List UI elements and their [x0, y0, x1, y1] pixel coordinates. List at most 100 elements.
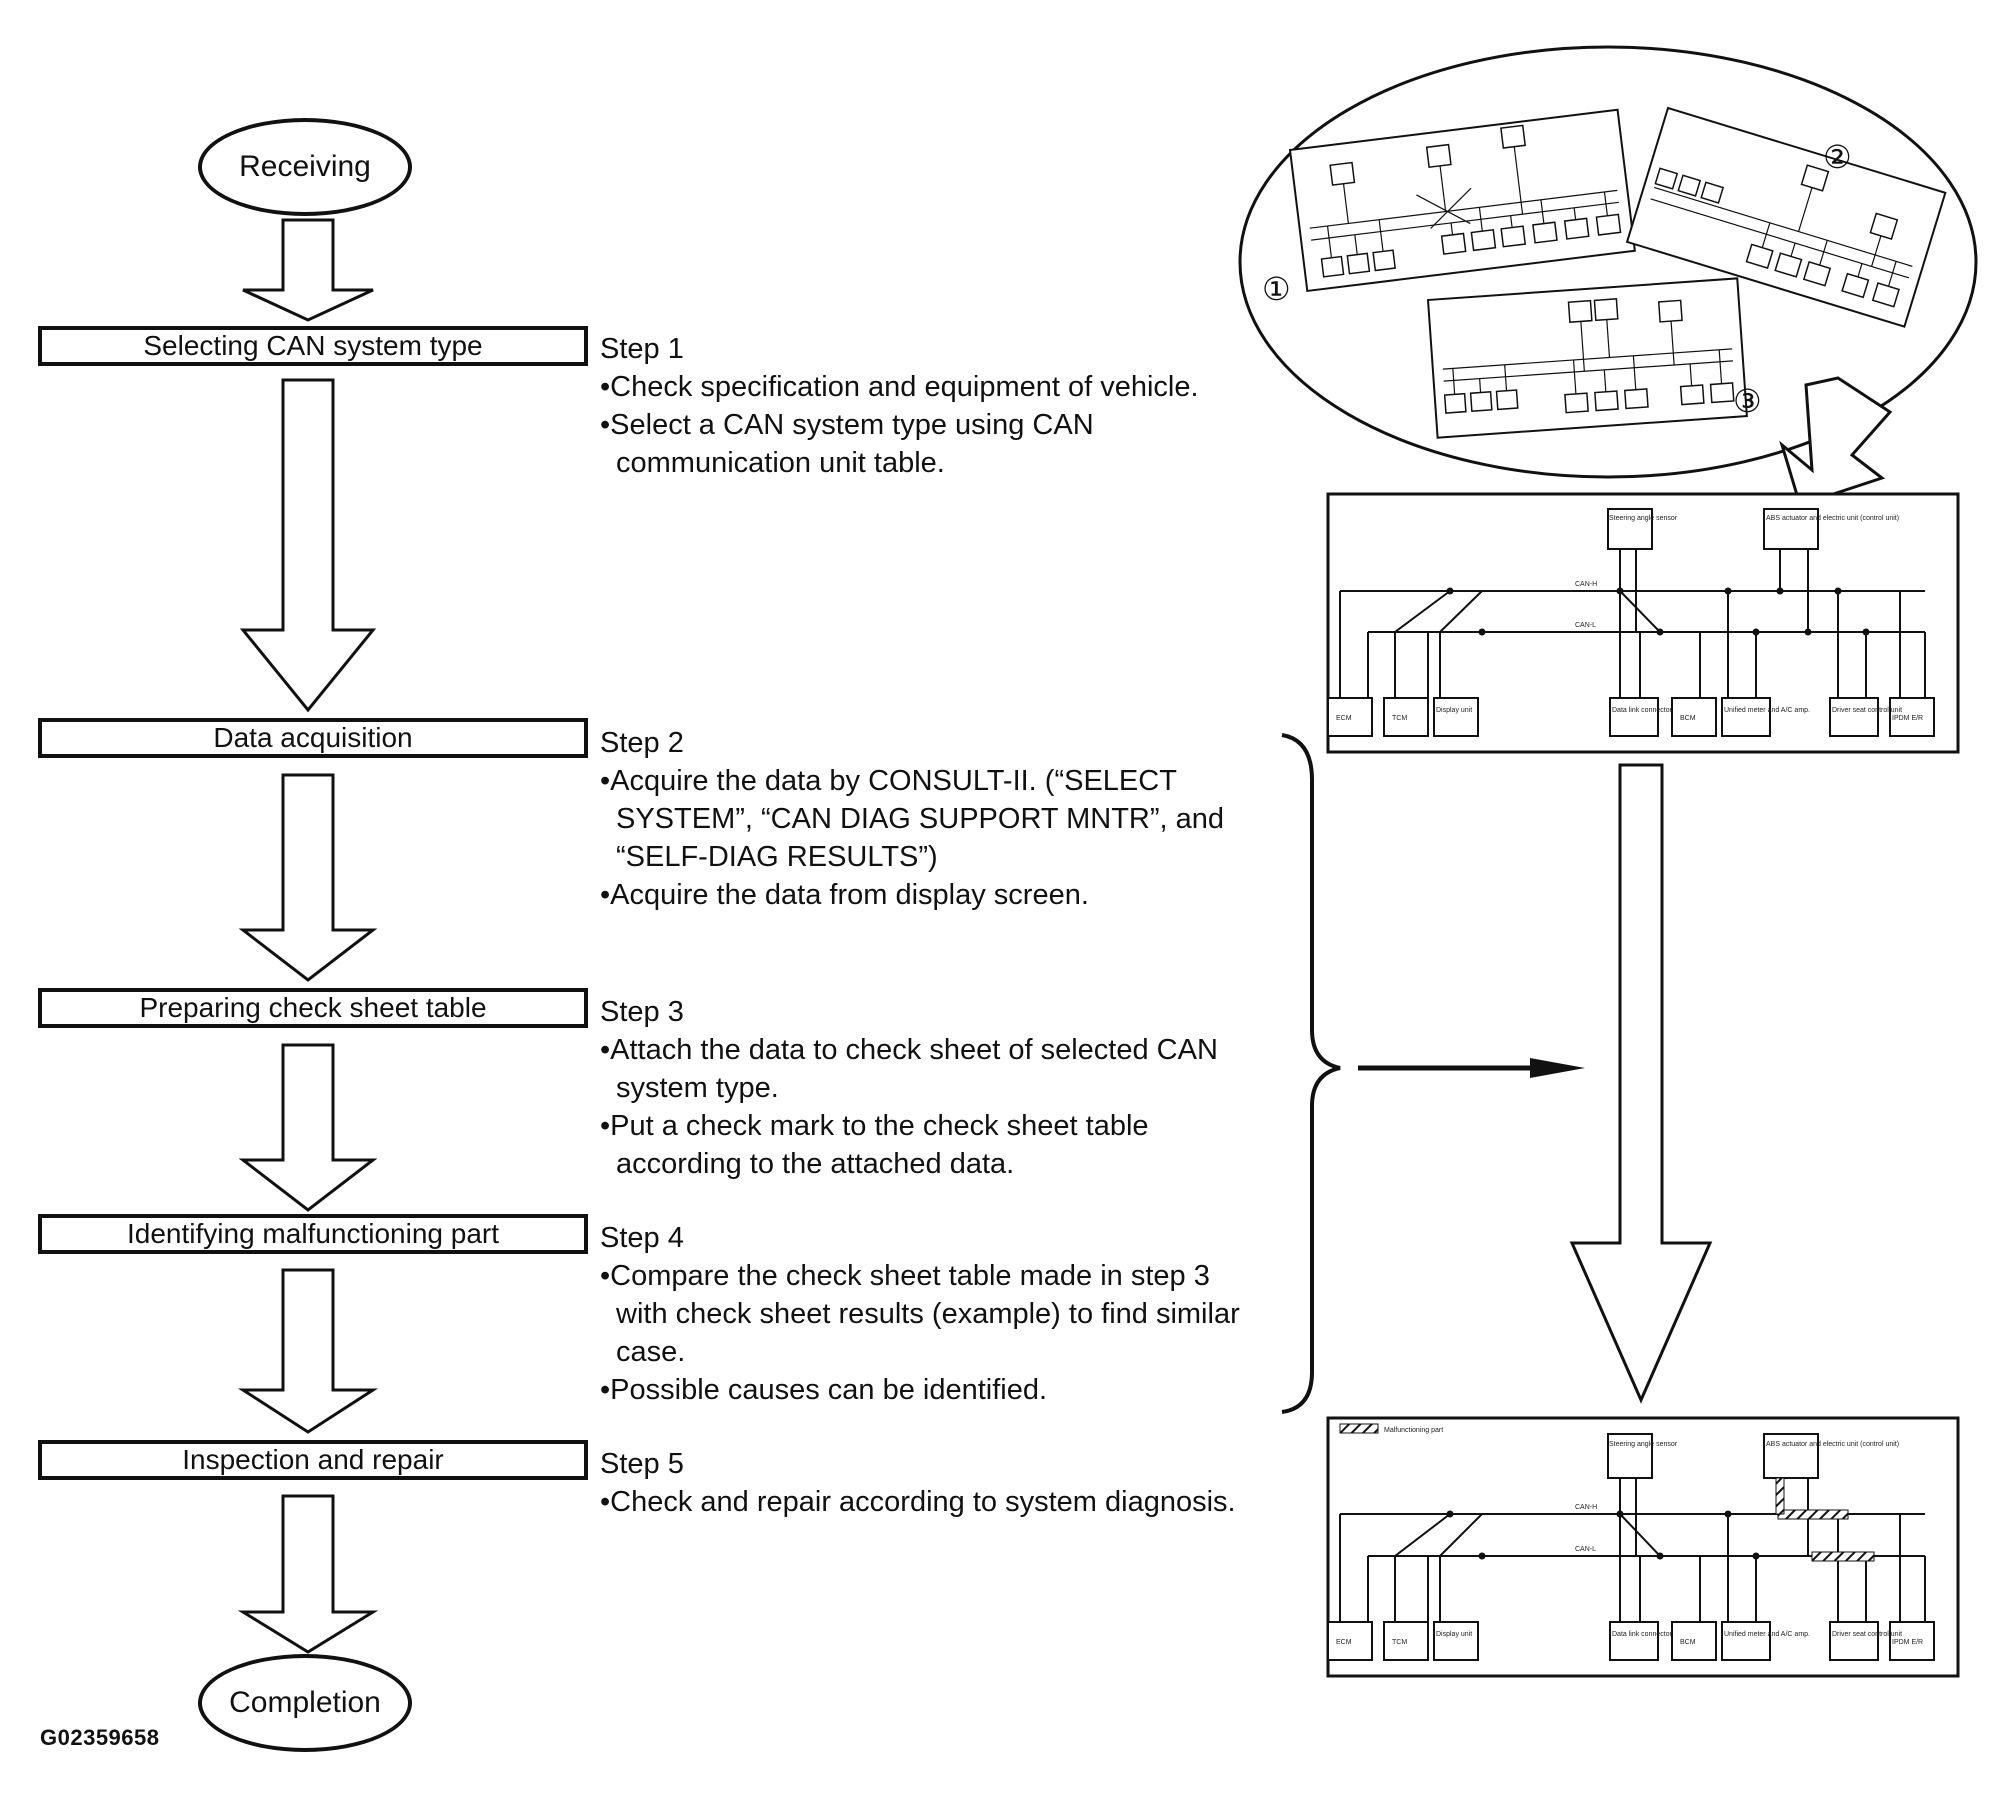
flow-box-identifying-malfunction: Identifying malfunctioning part [38, 1214, 588, 1254]
bottom-bottom-unit-4: BCM [1680, 1639, 1696, 1646]
flow-box-preparing-check-sheet: Preparing check sheet table [38, 988, 588, 1028]
flow-arrow-1 [242, 218, 374, 322]
big-down-arrow [1569, 763, 1713, 1404]
step-2-block: Step 2 •Acquire the data by CONSULT-II. (… [600, 724, 1224, 914]
mini-diagram-3 [1426, 277, 1748, 439]
step-bullet-line: •Acquire the data by CONSULT-II. (“SELEC… [600, 765, 1177, 797]
unit-top-steering [1607, 508, 1653, 550]
top-bottom-unit-7: IPDM E/R [1892, 715, 1923, 722]
flow-box-label: Identifying malfunctioning part [127, 1218, 499, 1249]
step-bullet-line: •Put a check mark to the check sheet tab… [600, 1110, 1149, 1142]
step-title: Step 1 [600, 333, 684, 365]
legend-hatch-swatch [1339, 1423, 1379, 1434]
bottom-bottom-unit-7: IPDM E/R [1892, 1639, 1923, 1646]
top-can-h: CAN-H [1575, 581, 1597, 588]
can-diagram-top [1326, 492, 1960, 754]
bottom-unit-label-0: Steering angle sensor [1609, 1441, 1678, 1448]
top-bottom-unit-5: Unified meter and A/C amp. [1724, 707, 1810, 714]
top-unit-label-0: Steering angle sensor [1609, 515, 1678, 522]
bottom-legend: Malfunctioning part [1384, 1427, 1443, 1434]
circled-number-2: ② [1823, 138, 1852, 176]
top-bottom-unit-4: BCM [1680, 715, 1696, 722]
flow-box-selecting-can-system-type: Selecting CAN system type [38, 326, 588, 366]
flow-arrow-4 [238, 1043, 378, 1212]
mini-diagram-1 [1288, 108, 1636, 293]
unit-top-abs [1763, 508, 1819, 550]
system-type-ellipse [1238, 45, 1978, 507]
bottom-can-l: CAN-L [1575, 1546, 1596, 1553]
step-bullet-line: case. [616, 1336, 686, 1368]
circled-number-1: ① [1262, 270, 1291, 308]
bottom-bottom-unit-1: TCM [1392, 1639, 1407, 1646]
step-5-block: Step 5 •Check and repair according to sys… [600, 1445, 1236, 1521]
flow-box-data-acquisition: Data acquisition [38, 718, 588, 758]
flow-box-label: Inspection and repair [182, 1444, 444, 1475]
start-oval: Receiving [198, 118, 412, 216]
bottom-bottom-unit-3: Data link connector [1612, 1631, 1673, 1638]
can-diagram-bottom [1326, 1416, 1960, 1678]
step-title: Step 4 [600, 1222, 684, 1254]
flow-box-inspection-repair: Inspection and repair [38, 1440, 588, 1480]
step-bullet-line: communication unit table. [616, 447, 945, 479]
malfunction-hatch [1775, 1477, 1875, 1562]
step-bullet: •Acquire the data from display screen. [600, 876, 1224, 914]
bottom-bottom-unit-0: ECM [1336, 1639, 1352, 1646]
step-bullet: •Check specification and equipment of ve… [600, 368, 1199, 406]
top-bottom-unit-6: Driver seat control unit [1832, 707, 1902, 714]
top-bottom-unit-0: ECM [1336, 715, 1352, 722]
step-3-block: Step 3 •Attach the data to check sheet of… [600, 993, 1218, 1183]
step-bullet: •Acquire the data by CONSULT-II. (“SELEC… [600, 762, 1224, 876]
bottom-unit-label-1: ABS actuator and electric unit (control … [1766, 1441, 1899, 1448]
flow-box-label: Selecting CAN system type [143, 330, 483, 361]
step-bullet: •Check and repair according to system di… [600, 1483, 1236, 1521]
diagram-top-labels: Steering angle sensor ABS actuator and e… [1336, 515, 1923, 722]
flow-box-label: Preparing check sheet table [139, 992, 487, 1023]
step-title: Step 3 [600, 996, 684, 1028]
bottom-bottom-unit-6: Driver seat control unit [1832, 1631, 1902, 1638]
top-can-l: CAN-L [1575, 622, 1596, 629]
step-bullet-line: •Possible causes can be identified. [600, 1374, 1048, 1406]
step-bullet: •Possible causes can be identified. [600, 1371, 1240, 1409]
step-title: Step 2 [600, 727, 684, 759]
flow-arrow-2 [239, 378, 377, 713]
end-label: Completion [229, 1686, 381, 1719]
step-bullet: •Put a check mark to the check sheet tab… [600, 1107, 1218, 1183]
step-bullet-line: •Acquire the data from display screen. [600, 879, 1089, 911]
step-bullet-line: •Attach the data to check sheet of selec… [600, 1034, 1218, 1066]
step-bullet-line: “SELF-DIAG RESULTS”) [616, 841, 938, 873]
step-4-block: Step 4 •Compare the check sheet table mad… [600, 1219, 1240, 1409]
start-label: Receiving [239, 150, 371, 183]
end-oval: Completion [198, 1654, 412, 1752]
circled-number-3: ③ [1733, 382, 1762, 420]
flow-arrows [237, 218, 379, 1654]
step-bullet-line: •Select a CAN system type using CAN [600, 409, 1094, 441]
flow-arrow-5 [237, 1268, 379, 1434]
diagram-bottom-labels: Malfunctioning part Steering angle senso… [1336, 1427, 1923, 1646]
curly-brace [1281, 733, 1341, 1414]
step-bullet-line: •Compare the check sheet table made in s… [600, 1260, 1210, 1292]
step-bullet: •Compare the check sheet table made in s… [600, 1257, 1240, 1371]
bottom-can-h: CAN-H [1575, 1504, 1597, 1511]
pointer-arrow [1358, 1058, 1585, 1078]
step-bullet-line: SYSTEM”, “CAN DIAG SUPPORT MNTR”, and [616, 803, 1225, 835]
flow-box-label: Data acquisition [213, 722, 413, 753]
flow-arrow-3 [238, 773, 378, 982]
step-bullet-line: with check sheet results (example) to fi… [616, 1298, 1240, 1330]
top-unit-label-1: ABS actuator and electric unit (control … [1766, 515, 1899, 522]
step-bullet: •Attach the data to check sheet of selec… [600, 1031, 1218, 1107]
step-bullet-line: •Check specification and equipment of ve… [600, 371, 1199, 403]
bottom-bottom-unit-5: Unified meter and A/C amp. [1724, 1631, 1810, 1638]
step-1-block: Step 1 •Check specification and equipment… [600, 330, 1199, 482]
top-bottom-unit-1: TCM [1392, 715, 1407, 722]
top-bottom-unit-3: Data link connector [1612, 707, 1673, 714]
step-bullet-line: system type. [616, 1072, 779, 1104]
step-bullet: •Select a CAN system type using CAN commu… [600, 406, 1199, 482]
flow-arrow-6 [237, 1494, 379, 1654]
bottom-bottom-unit-2: Display unit [1436, 1631, 1472, 1638]
mini-diagram-2 [1625, 106, 1947, 328]
step-bullet-line: •Check and repair according to system di… [600, 1486, 1236, 1518]
step-title: Step 5 [600, 1448, 684, 1480]
step-bullet-line: according to the attached data. [616, 1148, 1015, 1180]
